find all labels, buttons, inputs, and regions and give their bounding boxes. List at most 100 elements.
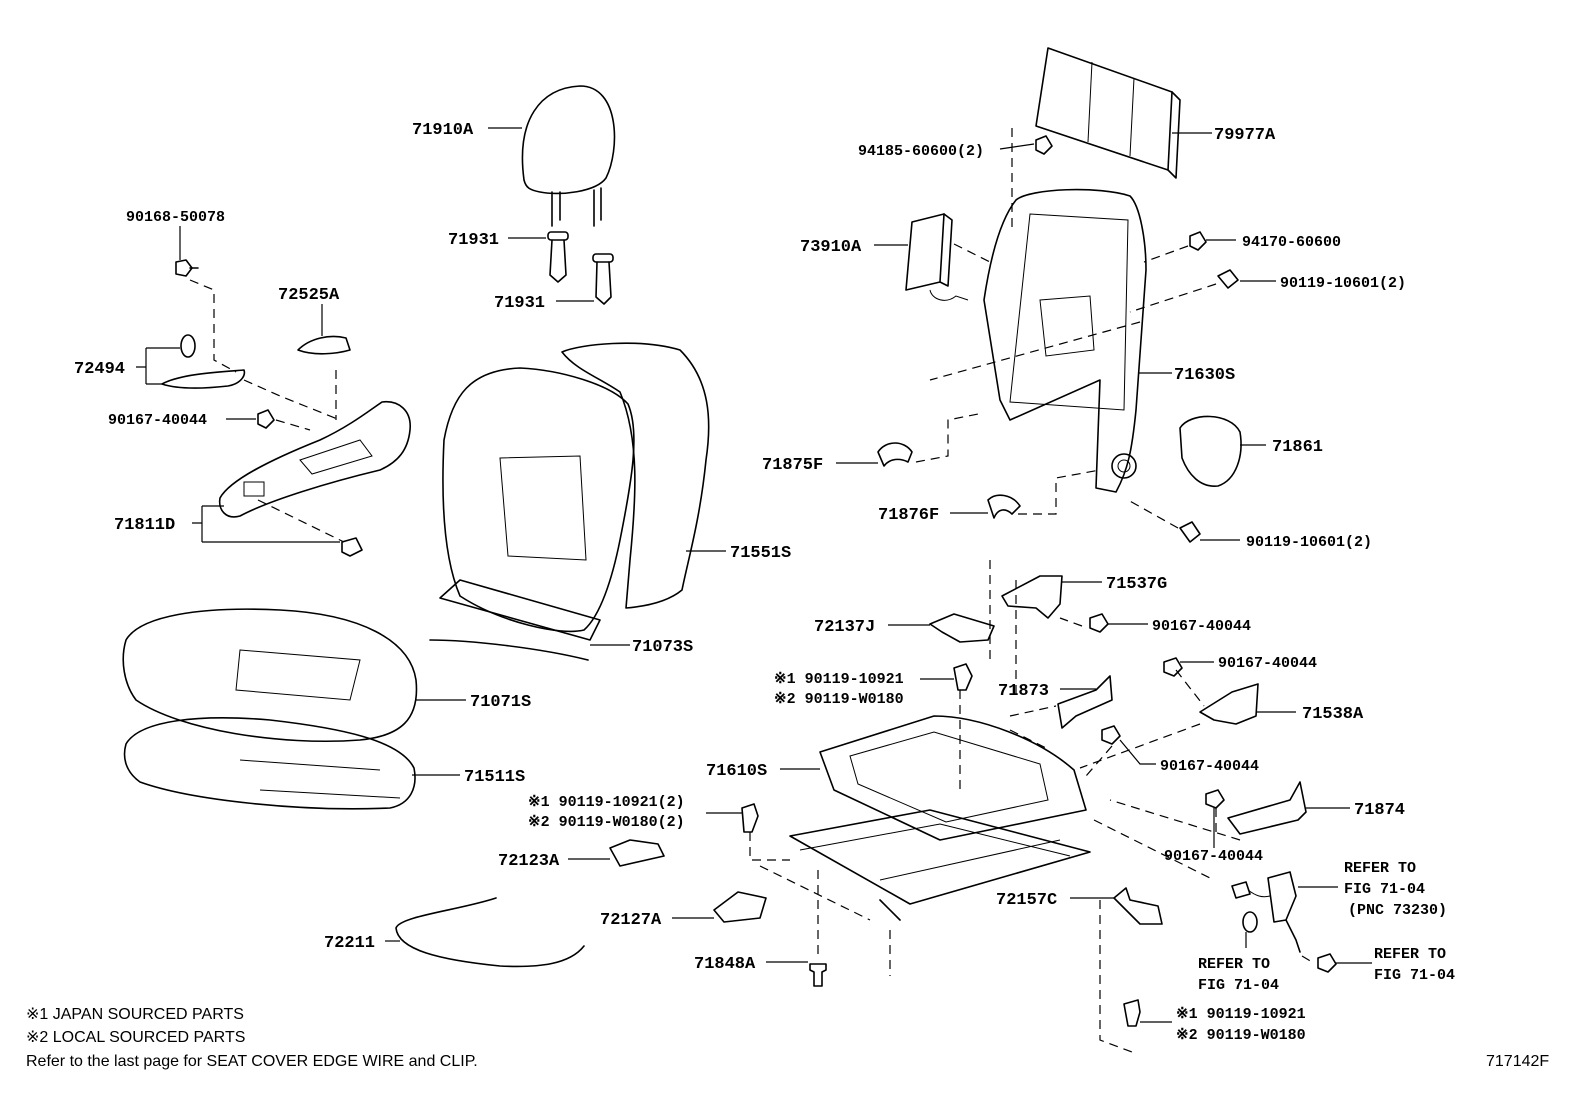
label-72494: 72494: [74, 360, 125, 379]
cover-71875f: [877, 442, 913, 467]
label-72123a: 72123A: [498, 852, 560, 871]
cover-71538a: [1199, 683, 1259, 725]
label-71931-lower: 71931: [494, 294, 545, 313]
cushion-cover: [122, 608, 418, 743]
label-90167-e: 90167-40044: [1164, 848, 1263, 865]
assembly-lines: [189, 128, 1313, 1053]
headrest-guides: [547, 231, 614, 305]
side-shield: [218, 401, 411, 518]
label-71071s: 71071S: [470, 693, 531, 712]
headrest: [521, 85, 616, 227]
label-90167-c: 90167-40044: [1218, 655, 1317, 672]
seat-frame: [789, 715, 1091, 921]
ref-1-line-1: REFER TO: [1344, 860, 1416, 877]
label-71511s: 71511S: [464, 768, 525, 787]
seatbelt-buckle: [1231, 871, 1301, 953]
alt-2-line-2: ※2 90119-W0180(2): [528, 814, 685, 831]
bolt-alt-3: [1123, 999, 1141, 1027]
cover-72123a: [609, 839, 665, 867]
note-edge-wire: Refer to the last page for SEAT COVER ED…: [26, 1053, 478, 1070]
frame-cover-71861: [1179, 415, 1242, 487]
cushion-pad: [123, 717, 416, 810]
knob-72494: [161, 334, 246, 389]
label-71630s: 71630S: [1174, 366, 1235, 385]
ref-2-line-1: REFER TO: [1198, 956, 1270, 973]
seatback-frame: [983, 188, 1147, 493]
cover-71537g: [1001, 575, 1063, 619]
bolt-90119-lower: [1179, 521, 1201, 543]
screw-e: [1205, 789, 1225, 809]
bolt-alt-1: [953, 663, 973, 691]
label-71875f: 71875F: [762, 456, 823, 475]
label-72525a: 72525A: [278, 286, 340, 305]
label-71073s: 71073S: [632, 638, 693, 657]
label-71538a: 71538A: [1302, 705, 1364, 724]
cover-72157c: [1113, 887, 1163, 925]
ref-3-line-1: REFER TO: [1374, 946, 1446, 963]
nut-94185: [1035, 135, 1053, 155]
label-71873: 71873: [998, 682, 1049, 701]
ref-1-line-2: FIG 71-04: [1344, 881, 1425, 898]
alt-3-line-2: ※2 90119-W0180: [1176, 1027, 1306, 1044]
label-90168-50078: 90168-50078: [126, 209, 225, 226]
bracket-71873: [1057, 675, 1113, 729]
label-71910a: 71910A: [412, 121, 474, 140]
module-73910a: [905, 213, 969, 301]
label-72137j: 72137J: [814, 618, 875, 637]
label-94170-60600: 94170-60600: [1242, 234, 1341, 251]
label-90167-b: 90167-40044: [1152, 618, 1251, 635]
ref-1-line-3: (PNC 73230): [1348, 902, 1447, 919]
cover-72137j: [929, 613, 995, 643]
seatback: [429, 342, 710, 661]
label-72127a: 72127A: [600, 911, 662, 930]
lumbar-pad-79977a: [1035, 47, 1181, 179]
label-71931-upper: 71931: [448, 231, 499, 250]
alt-2-line-1: ※1 90119-10921(2): [528, 794, 685, 811]
bolt-90119-upper: [1217, 269, 1239, 289]
screw-b: [1089, 613, 1109, 633]
ref-2-line-2: FIG 71-04: [1198, 977, 1279, 994]
figure-references: REFER TO FIG 71-04 (PNC 73230) REFER TO …: [1198, 860, 1455, 994]
alt-1-line-2: ※2 90119-W0180: [774, 691, 904, 708]
alt-1-line-1: ※1 90119-10921: [774, 671, 904, 688]
label-72211: 72211: [324, 934, 375, 953]
cover-72525a: [297, 335, 351, 355]
clip-71848a: [809, 963, 827, 987]
label-71551s: 71551S: [730, 544, 791, 563]
cover-71876f: [987, 494, 1021, 519]
label-90119-10601-lower: 90119-10601(2): [1246, 534, 1372, 551]
label-94185-60600: 94185-60600(2): [858, 143, 984, 160]
bolt-alt-2: [741, 803, 759, 833]
leader-lines: [136, 127, 1372, 1023]
label-72157c: 72157C: [996, 891, 1057, 910]
note-japan-sourced: ※1 JAPAN SOURCED PARTS: [26, 1006, 244, 1023]
label-71848a: 71848A: [694, 955, 756, 974]
bracket-71874: [1227, 781, 1307, 835]
bolt-90168: [175, 259, 199, 277]
diagram-id: 717142F: [1486, 1053, 1549, 1070]
label-71811d: 71811D: [114, 516, 175, 535]
bolt-refer: [1317, 953, 1337, 973]
clip-71811d: [341, 537, 363, 557]
screw-left: [257, 409, 275, 429]
label-90167-d: 90167-40044: [1160, 758, 1259, 775]
label-71861: 71861: [1272, 438, 1323, 457]
nut-94170: [1189, 231, 1207, 251]
part-labels: 71910A 71931 71931 90168-50078 72525A 72…: [74, 121, 1406, 974]
cover-72127a: [713, 891, 767, 923]
screw-d: [1101, 725, 1121, 745]
label-71876f: 71876F: [878, 506, 939, 525]
label-71537g: 71537G: [1106, 575, 1167, 594]
note-local-sourced: ※2 LOCAL SOURCED PARTS: [26, 1029, 245, 1046]
ref-3-line-2: FIG 71-04: [1374, 967, 1455, 984]
alt-3-line-1: ※1 90119-10921: [1176, 1006, 1306, 1023]
label-71874: 71874: [1354, 801, 1405, 820]
label-90119-10601-upper: 90119-10601(2): [1280, 275, 1406, 292]
alternate-part-labels: ※1 90119-10921 ※2 90119-W0180 ※1 90119-1…: [528, 671, 1306, 1044]
edge-wire-72211: [395, 897, 585, 968]
footnotes: ※1 JAPAN SOURCED PARTS ※2 LOCAL SOURCED …: [26, 1006, 1549, 1070]
label-90167-left: 90167-40044: [108, 412, 207, 429]
label-79977a: 79977A: [1214, 126, 1276, 145]
label-71610s: 71610S: [706, 762, 767, 781]
